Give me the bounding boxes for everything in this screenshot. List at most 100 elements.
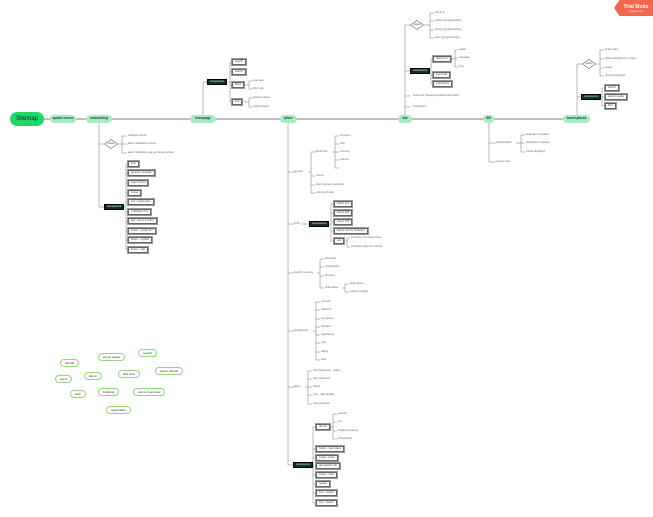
- ar-access-view: access view: [496, 159, 510, 163]
- extra-screen-pill[interactable]: search: [138, 349, 158, 357]
- place-health-security: health & security: [294, 270, 314, 274]
- trial-mode-badge[interactable]: Trial Mode Upgrade now: [614, 0, 653, 16]
- place-phrasebook: phrasebook: [294, 328, 308, 332]
- bot-states[interactable]: states: [410, 20, 424, 30]
- functionality-item: description of places: [526, 140, 550, 144]
- extra-screen-pill[interactable]: loadings: [98, 388, 120, 396]
- extra-screen-pill[interactable]: terms & services: [133, 388, 166, 396]
- saved-state-item: opened keyboard: [605, 73, 626, 77]
- node-splash-screen[interactable]: splash screen: [50, 115, 76, 123]
- node-place[interactable]: place: [280, 115, 297, 123]
- place-component[interactable]: header: [314, 479, 332, 489]
- health-pharmacies: pharmacies: [325, 285, 339, 289]
- onboarding-component[interactable]: page control: [126, 178, 150, 188]
- node-onboarding[interactable]: onboarding: [86, 115, 112, 123]
- place-component[interactable]: image - place: [314, 453, 340, 463]
- homepage-header[interactable]: header: [230, 57, 248, 67]
- homepage-filters[interactable]: filters: [230, 80, 246, 90]
- onboarding-component[interactable]: button - skip: [126, 245, 150, 255]
- extra-screen-pill[interactable]: log in: [55, 375, 73, 383]
- phrasebook-item: transport: [321, 324, 332, 328]
- sos-component[interactable]: button 112: [332, 199, 354, 209]
- alerts-item: where: [313, 384, 321, 388]
- saved-component[interactable]: filter: [603, 101, 618, 111]
- place-component[interactable]: tab specific info: [314, 461, 342, 471]
- phrasebook-item: sightseeing: [321, 332, 335, 336]
- extra-screen-pill[interactable]: help: [70, 390, 86, 398]
- dialog-item: message: [459, 55, 470, 59]
- extra-screen-pill[interactable]: registration: [106, 406, 131, 414]
- saved-state-item: saved: [605, 65, 612, 69]
- node-bot[interactable]: bot: [398, 115, 412, 123]
- bot-component[interactable]: input field: [431, 70, 452, 80]
- sos-text-item: info about connection fees: [351, 235, 382, 239]
- onboarding-component[interactable]: button - enable bot: [126, 226, 158, 236]
- sos-text[interactable]: text: [332, 236, 346, 246]
- list-item: nearby places: [253, 104, 270, 108]
- trial-mode-subtitle: Upgrade now: [628, 9, 644, 13]
- functionality-item: language translation: [526, 132, 550, 136]
- onboarding-component[interactable]: text - terms & policy: [126, 216, 159, 226]
- onboarding-state-item: alerts notification ask permission scree…: [128, 150, 174, 154]
- place-components[interactable]: components: [293, 462, 314, 468]
- place-sos: SOS: [294, 221, 300, 225]
- health-item: insurance: [325, 256, 337, 260]
- onboarding-components[interactable]: components: [104, 204, 125, 210]
- node-saved-places[interactable]: saved places: [563, 115, 590, 123]
- health-item: vaccinations: [325, 264, 340, 268]
- onboarding-component[interactable]: text - explanation: [126, 197, 156, 207]
- general-item: entrance & stay: [316, 190, 335, 194]
- ar-functionalities: functionalities: [496, 140, 512, 144]
- onboarding-component[interactable]: notification box: [126, 207, 153, 217]
- sos-components[interactable]: components: [309, 221, 330, 227]
- saved-states[interactable]: states: [582, 59, 596, 69]
- homepage-components[interactable]: components: [207, 79, 228, 85]
- bot-state-item: first time: [435, 10, 445, 14]
- pharmacies-item: pharmacies: [350, 281, 364, 285]
- general-item: law & culture restrictions: [316, 182, 345, 186]
- phrasebook-item: food: [321, 357, 327, 361]
- state-label: states: [413, 22, 421, 26]
- onboarding-state-item: welcome screen: [128, 133, 147, 137]
- onboarding-states[interactable]: states: [104, 139, 118, 149]
- bot-dialog-box[interactable]: dialog box: [431, 54, 453, 64]
- onboarding-component[interactable]: button - register: [126, 235, 154, 245]
- bot-component[interactable]: interactions: [431, 79, 454, 89]
- place-component[interactable]: icon - search: [314, 498, 339, 508]
- dialog-item: avatar: [459, 47, 467, 51]
- place-component[interactable]: icon - search: [314, 488, 339, 498]
- sitemap-root[interactable]: Sitemap: [10, 112, 44, 126]
- diamond-icon: [410, 20, 424, 30]
- extra-screen-pill[interactable]: pull to refresh: [155, 367, 184, 375]
- homepage-search[interactable]: search: [230, 67, 248, 77]
- place-component[interactable]: button - back: [314, 470, 339, 480]
- phrasebook-item: dating: [321, 349, 329, 353]
- place-tab-bar[interactable]: tab bar: [314, 422, 332, 432]
- saved-component[interactable]: search results: [603, 92, 629, 102]
- node-homepage[interactable]: homepage: [190, 115, 216, 123]
- onboarding-component[interactable]: greeting message: [126, 168, 157, 178]
- bot-components[interactable]: components: [410, 68, 431, 74]
- extra-screen-pill[interactable]: empty states: [98, 353, 126, 361]
- sos-component[interactable]: button 999: [332, 208, 354, 218]
- homepage-lists[interactable]: lists: [230, 97, 245, 107]
- saved-component[interactable]: search: [603, 83, 621, 93]
- extra-screen-pill[interactable]: tutorial: [60, 359, 80, 367]
- helpful-info-item: internet: [340, 157, 349, 161]
- filter-item: filter view: [253, 86, 264, 90]
- saved-components[interactable]: components: [581, 94, 602, 100]
- extra-screen-pill[interactable]: 404 error: [118, 370, 141, 378]
- node-ar[interactable]: AR: [483, 115, 494, 123]
- onboarding-component[interactable]: logo: [126, 159, 141, 169]
- alerts-item: documentation: [313, 401, 331, 405]
- bot-state-item: after typing/recording: [435, 35, 460, 39]
- bot-state-item: before typing/recording: [435, 18, 462, 22]
- sos-component[interactable]: button 000: [332, 217, 354, 227]
- onboarding-component[interactable]: image: [126, 188, 143, 198]
- helpful-info-item: ...: [340, 165, 343, 169]
- place-component[interactable]: button - save place: [314, 444, 346, 454]
- functionality-item: visual navigation: [526, 149, 546, 153]
- extra-screen-pill[interactable]: about: [84, 372, 102, 380]
- sos-component[interactable]: button country institution: [332, 226, 370, 236]
- onboarding-state-item: alerts notification screen: [128, 141, 156, 145]
